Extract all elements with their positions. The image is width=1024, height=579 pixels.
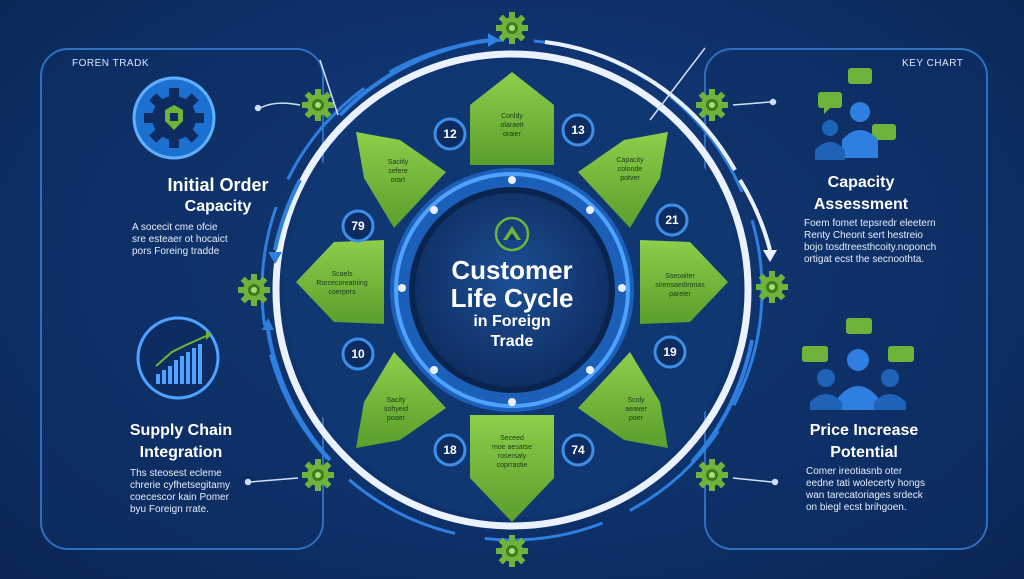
- petal-text: poer: [629, 415, 644, 422]
- petal-text: Seceed: [500, 435, 524, 442]
- step-number: 19: [663, 345, 677, 359]
- section-body: Comer ireotiasnb oter eedne tati wolecer…: [806, 466, 925, 513]
- center-title: Customer Life Cycle in Foreign Trade: [412, 256, 612, 352]
- step-number: 10: [351, 347, 365, 361]
- right-panel: [704, 48, 988, 550]
- center-subtitle-line: Trade: [490, 333, 534, 350]
- petal-text: Scaels: [331, 271, 353, 278]
- step-number: 12: [443, 127, 457, 141]
- center-title-line: Life Cycle: [450, 283, 574, 313]
- gear-shield-icon: [132, 76, 216, 160]
- petal-text: rosersaly: [498, 453, 527, 460]
- petal-text: Conldy: [501, 113, 523, 120]
- chat-people-icon: [802, 318, 914, 410]
- step-number: 18: [443, 443, 457, 457]
- petal-text: poaer: [387, 415, 406, 422]
- petal-text: colonde: [618, 166, 643, 173]
- section-heading: Capacity Assessment: [813, 174, 909, 213]
- petal-text: oraier: [503, 131, 522, 138]
- center-title-line: Customer: [451, 255, 573, 285]
- petal-text: coprrastie: [497, 462, 528, 469]
- petal-text: pareier: [669, 291, 691, 298]
- petal-text: Rorcecoreatning: [316, 280, 367, 287]
- chat-people-icon: [815, 68, 896, 160]
- section-heading: Price Increase Potential: [809, 422, 919, 461]
- petal-text: moe aesatse: [492, 444, 532, 451]
- petal-text: aeaver: [625, 406, 647, 413]
- petal-text: sefere: [388, 168, 408, 175]
- center-subtitle-line: in Foreign: [473, 313, 551, 330]
- petal-text: Sacitly: [388, 159, 409, 166]
- petal-text: Sacity: [386, 397, 406, 404]
- section-heading: Initial Order Capacity: [167, 175, 269, 215]
- section-body: A socecit cme ofcie sre esteaer ot hocai…: [132, 222, 228, 257]
- corner-label-left: FOREN TRADK: [72, 58, 149, 69]
- petal-text: Sseoaiter: [665, 273, 695, 280]
- step-number: 21: [665, 213, 679, 227]
- section-body: Ths steosest ecleme chrerie cyfhetsegita…: [130, 468, 231, 515]
- step-number: 13: [571, 123, 585, 137]
- petal-text: Capacity: [616, 157, 644, 164]
- step-number: 74: [571, 443, 585, 457]
- petal-text: sohyeid: [384, 406, 408, 413]
- corner-label-right: KEY CHART: [902, 58, 964, 69]
- petal-text: orart: [391, 177, 405, 184]
- section-heading: Supply Chain Integration: [129, 422, 233, 461]
- petal-text: sirensaedirorias: [655, 282, 705, 289]
- petal-text: coerpers: [328, 289, 356, 296]
- petal-text: olaraeit: [501, 122, 524, 129]
- step-number: 79: [351, 219, 365, 233]
- petal-text: potver: [620, 175, 640, 182]
- bar-chart-icon: [136, 316, 220, 400]
- section-body: Foem fomet tepsredr eleetern Renty Cheon…: [804, 218, 937, 265]
- petal-text: Scoly: [627, 397, 645, 404]
